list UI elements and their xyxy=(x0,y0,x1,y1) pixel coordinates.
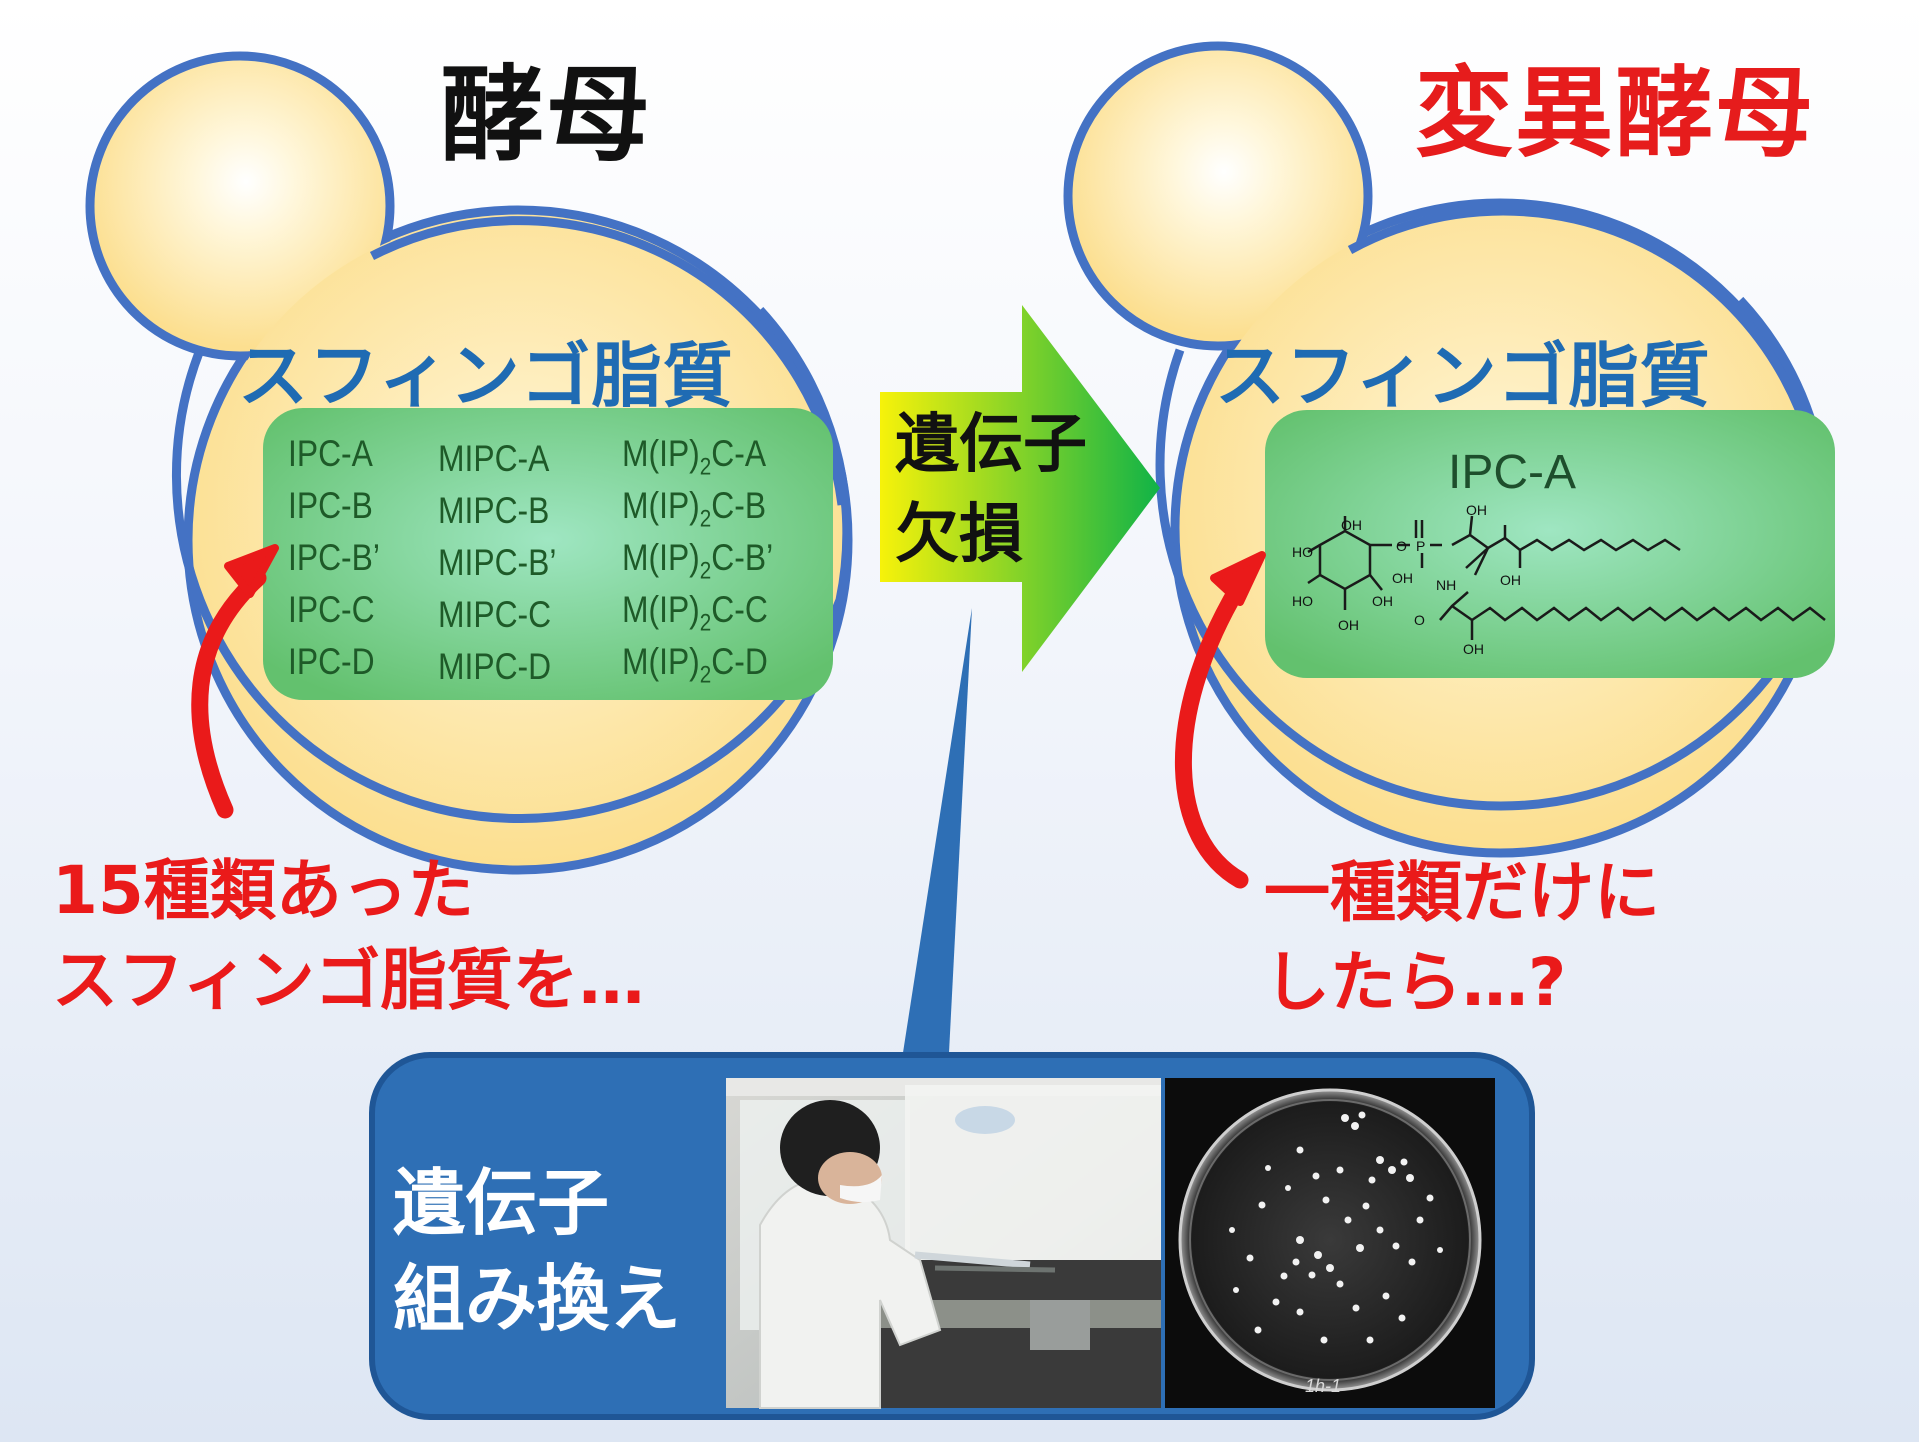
atom-label: OH xyxy=(1466,502,1487,518)
lipid-suffix: C-D xyxy=(711,641,768,682)
lipid-suffix: C-C xyxy=(711,589,768,630)
right-lipid-panel xyxy=(1265,410,1835,678)
atom-label: P xyxy=(1416,538,1425,554)
lipid-item: MIPC-D xyxy=(438,646,552,687)
lipid-item: IPC-A xyxy=(288,433,373,474)
dish-label: 1h-1 xyxy=(1305,1376,1341,1396)
atom-label: OH xyxy=(1372,593,1393,609)
lipid-suffix: C-B xyxy=(711,485,767,526)
right-note-line2: したら…? xyxy=(1264,944,1567,1021)
left-red-curve-arrow xyxy=(191,544,279,819)
left-sphingolipid-label: スフィンゴ脂質 xyxy=(238,335,734,417)
left-note-line2: スフィンゴ脂質を… xyxy=(52,942,645,1019)
atom-label: NH xyxy=(1436,577,1456,593)
lipid-subscript: 2 xyxy=(699,661,712,689)
wild-type-title: 酵母 xyxy=(440,54,653,176)
lipid-item: M(IP)2C-A xyxy=(622,433,766,481)
lipid-suffix: C-B’ xyxy=(711,537,774,578)
atom-label: HO xyxy=(1292,544,1313,560)
lipid-prefix: M(IP) xyxy=(622,485,700,526)
lipid-item: MIPC-B’ xyxy=(438,542,557,583)
atom-label: OH xyxy=(1463,641,1484,657)
lipid-item: M(IP)2C-C xyxy=(622,589,768,637)
lipid-item: M(IP)2C-B xyxy=(622,485,766,533)
lab-photo xyxy=(726,1078,1161,1409)
yeast-colonies xyxy=(1229,1111,1443,1344)
right-note-line1: 一種類だけに xyxy=(1264,854,1660,931)
ipc-a-atom-labels: OH HO O P NH OH OH HO OH OH OH O OH xyxy=(1292,502,1521,657)
atom-label: OH xyxy=(1392,570,1413,586)
left-lipid-panel xyxy=(263,408,833,700)
right-red-curve-arrow xyxy=(1174,551,1266,889)
atom-label: HO xyxy=(1292,593,1313,609)
wild-type-yeast-cell xyxy=(85,51,853,875)
petri-dish-photo: 1h-1 xyxy=(1165,1078,1495,1408)
atom-label: OH xyxy=(1500,572,1521,588)
lipid-item: IPC-C xyxy=(288,589,375,630)
lipid-item: M(IP)2C-D xyxy=(622,641,768,689)
recombination-line1: 遺伝子 xyxy=(393,1161,610,1245)
gene-deletion-label: 遺伝子 欠損 xyxy=(895,400,1087,580)
mutant-yeast-cell xyxy=(1063,41,1835,858)
lipid-item: M(IP)2C-B’ xyxy=(622,537,773,585)
mutant-title: 変異酵母 xyxy=(1415,57,1816,171)
lipid-prefix: M(IP) xyxy=(622,433,700,474)
recombination-line2: 組み換え xyxy=(393,1257,682,1341)
recombination-label: 遺伝子 組み換え xyxy=(393,1155,681,1347)
lipid-subscript: 2 xyxy=(699,505,712,533)
lipid-prefix: M(IP) xyxy=(622,537,700,578)
atom-label: OH xyxy=(1341,517,1362,533)
lipid-item: IPC-B’ xyxy=(288,537,380,578)
lipid-item: MIPC-A xyxy=(438,438,550,479)
lipid-item: IPC-D xyxy=(288,641,375,682)
lipid-suffix: C-A xyxy=(711,433,767,474)
lipid-item: MIPC-B xyxy=(438,490,550,531)
gene-deletion-line2: 欠損 xyxy=(895,498,1023,572)
gene-deletion-arrow xyxy=(880,305,1160,672)
lipid-item: MIPC-C xyxy=(438,594,552,635)
lipid-prefix: M(IP) xyxy=(622,641,700,682)
lipid-subscript: 2 xyxy=(699,453,712,481)
lipid-prefix: M(IP) xyxy=(622,589,700,630)
ipc-a-structure xyxy=(1307,515,1826,640)
left-note-line1: 15種類あった xyxy=(52,852,474,929)
ipc-a-label: IPC-A xyxy=(1448,446,1577,499)
right-sphingolipid-label: スフィンゴ脂質 xyxy=(1215,335,1711,417)
right-note: 一種類だけに したら…? xyxy=(1264,848,1660,1028)
atom-label: O xyxy=(1414,612,1425,628)
atom-label: O xyxy=(1396,538,1407,554)
lipid-item: IPC-B xyxy=(288,485,373,526)
lipid-subscript: 2 xyxy=(699,609,712,637)
gene-deletion-line1: 遺伝子 xyxy=(895,408,1087,482)
atom-label: OH xyxy=(1338,617,1359,633)
lipid-subscript: 2 xyxy=(699,557,712,585)
left-note: 15種類あった スフィンゴ脂質を… xyxy=(52,846,645,1026)
